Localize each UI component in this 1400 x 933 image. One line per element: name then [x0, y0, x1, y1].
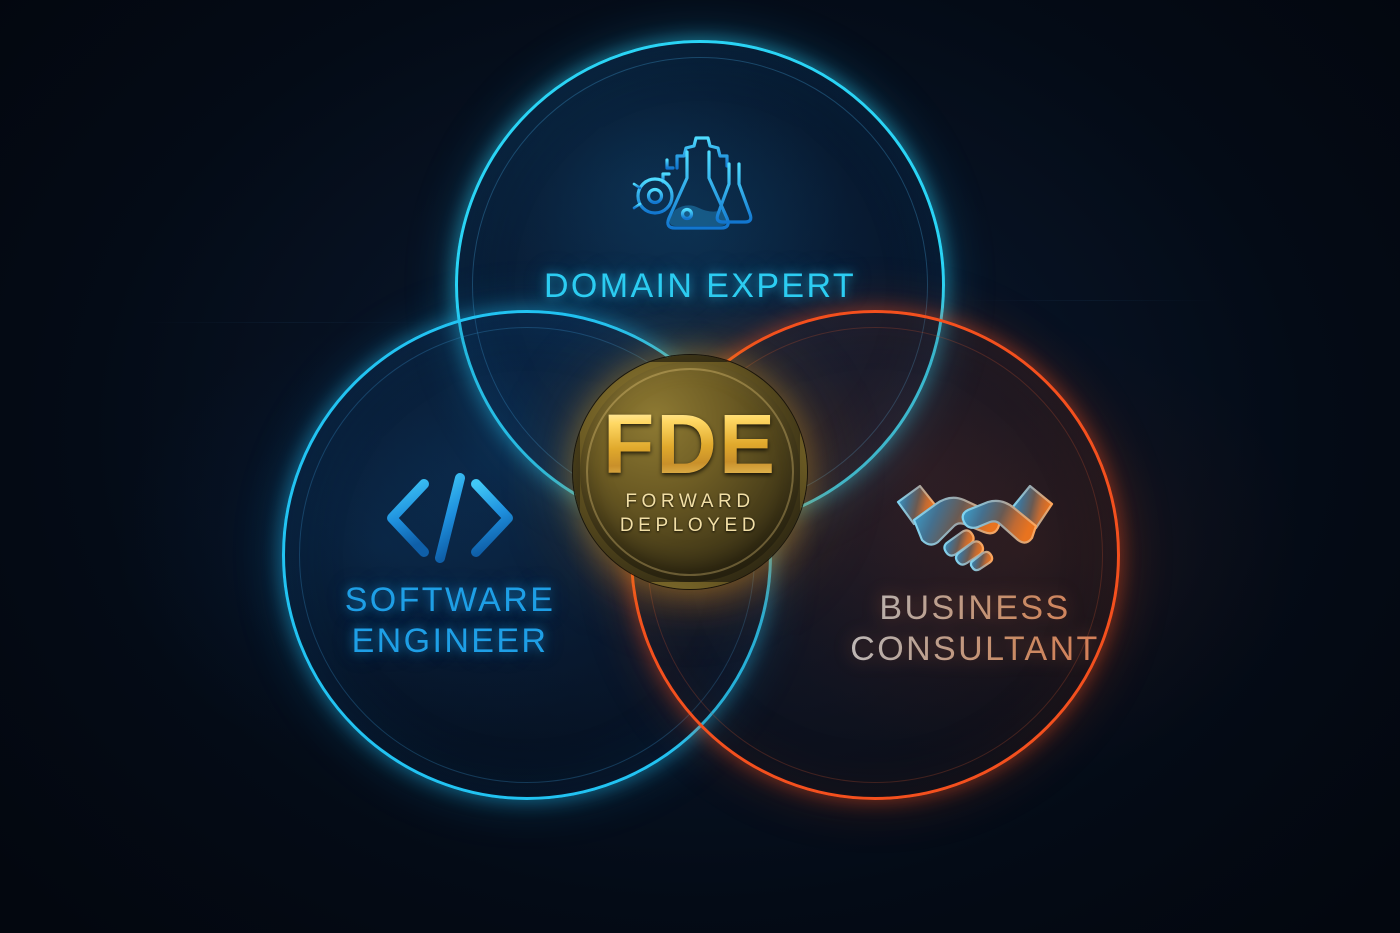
fde-center-badge[interactable]: FDE FORWARD DEPLOYED	[573, 355, 807, 589]
badge-expansion: FORWARD DEPLOYED	[619, 491, 761, 537]
background-streak	[960, 300, 1220, 301]
background-streak	[140, 322, 440, 323]
badge-acronym: FDE	[603, 397, 777, 492]
